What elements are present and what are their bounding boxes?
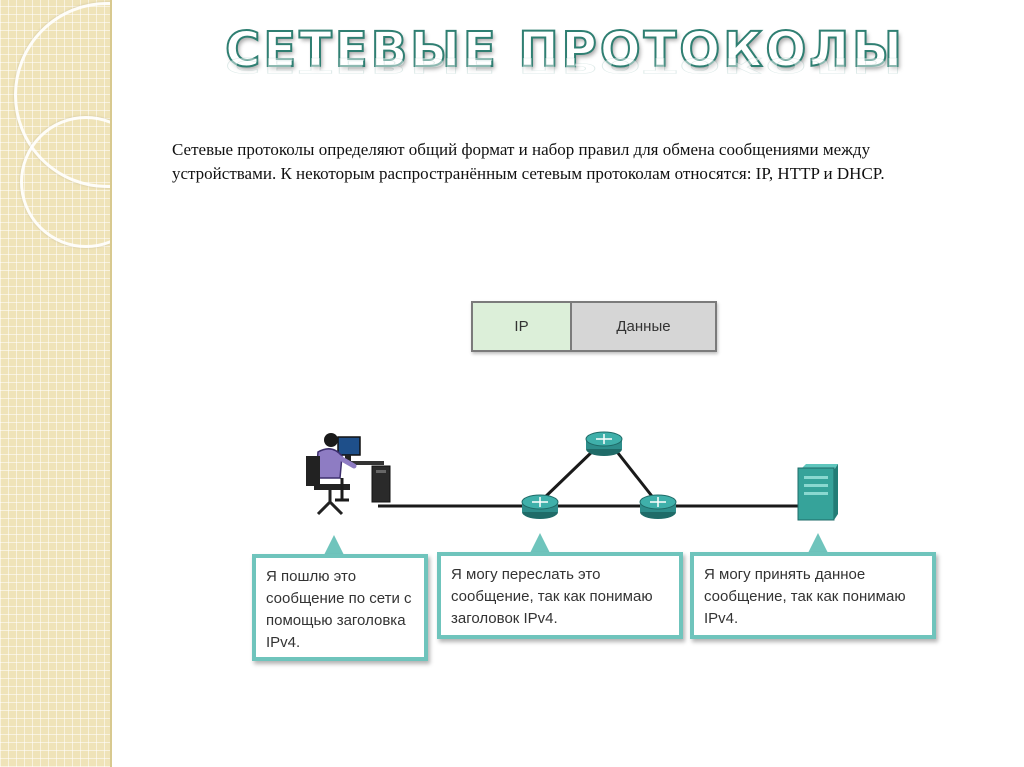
callout-router-text: Я могу переслать это сообщение, так как … bbox=[451, 566, 653, 627]
callout-router: Я могу переслать это сообщение, так как … bbox=[437, 552, 683, 639]
link-router-left-router-top bbox=[540, 446, 598, 502]
intro-text: Сетевые протоколы определяют общий форма… bbox=[172, 140, 885, 183]
server-icon bbox=[797, 464, 838, 521]
callout-host: Я пошлю это сообщение по сети с помощью … bbox=[252, 554, 428, 661]
callout-server: Я могу принять данное сообщение, так как… bbox=[690, 552, 936, 639]
callout-pointer-host bbox=[323, 535, 345, 557]
packet-header-ip: IP bbox=[473, 303, 572, 350]
decorative-side-panel bbox=[0, 0, 112, 767]
link-router-top-router-right bbox=[612, 447, 657, 501]
callout-host-text: Я пошлю это сообщение по сети с помощью … bbox=[266, 568, 412, 651]
packet-diagram: IP Данные bbox=[471, 301, 717, 352]
callout-pointer-server bbox=[807, 533, 829, 555]
router-icon bbox=[639, 494, 677, 519]
router-icon bbox=[585, 431, 623, 456]
callout-pointer-router bbox=[529, 533, 551, 555]
network-links bbox=[378, 446, 800, 508]
router-icon bbox=[521, 494, 559, 519]
packet-data-segment: Данные bbox=[572, 303, 715, 350]
callout-server-text: Я могу принять данное сообщение, так как… bbox=[704, 566, 906, 627]
user-at-computer-icon bbox=[306, 433, 391, 516]
page-title: Сетевые протоколы bbox=[224, 21, 905, 79]
